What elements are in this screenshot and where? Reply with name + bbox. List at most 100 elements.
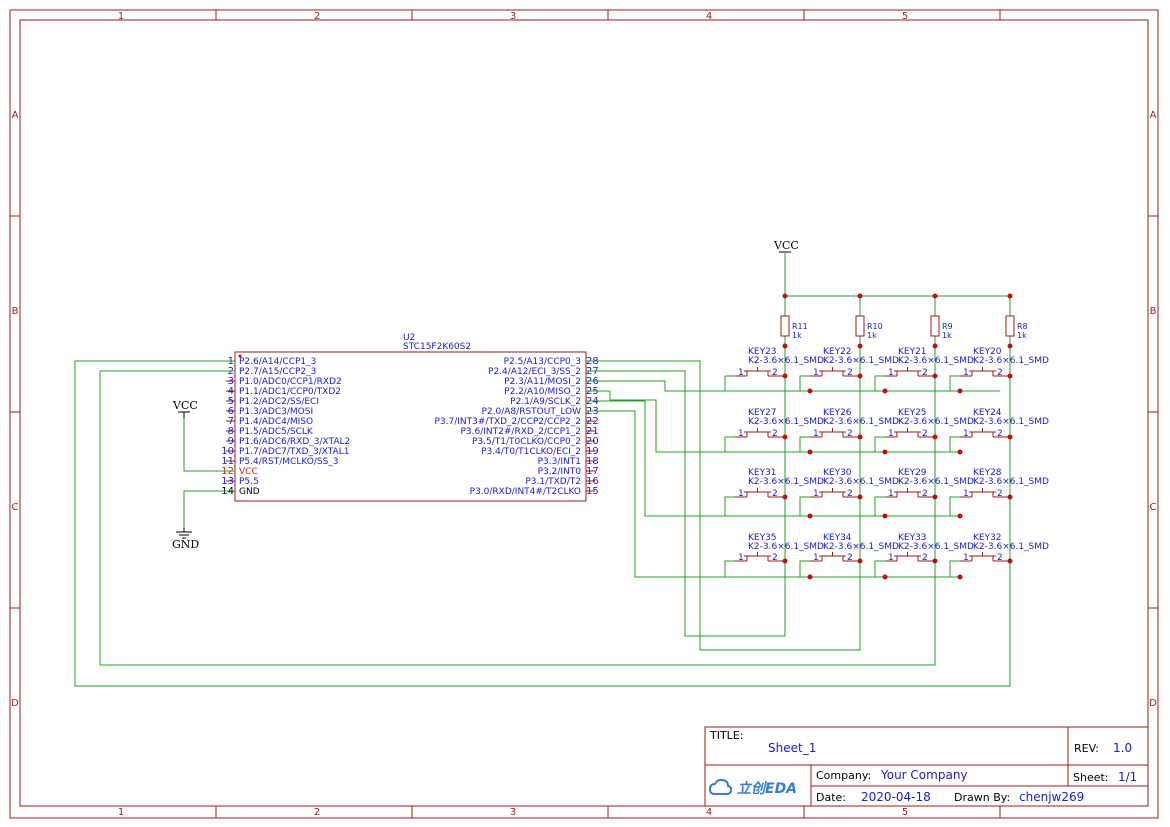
mcu-pin-number: 16 [586,476,599,487]
key-pin2: 2 [997,368,1003,378]
row-wire [799,560,810,577]
key-pin2: 2 [847,489,853,499]
row-wire [724,560,735,577]
resistor-value: 1k [867,331,877,340]
mcu-pin-name: P2.1/A9/SCLK_2 [510,397,581,407]
junction-dot [1007,293,1013,299]
vcc-left-label: VCC [172,399,198,412]
edautility-logo: 立创EDA [708,778,797,797]
mcu-pin-name: P3.3/INT1 [538,457,581,467]
junction-dot [957,574,963,580]
row-wire [724,496,735,516]
resistor-value: 1k [1017,331,1027,340]
key-part: K2-3.6×6.1_SMD [973,542,1049,552]
key-pin2: 2 [922,429,928,439]
junction-dot [1007,343,1013,349]
wire-pin26-row1 [586,380,1000,392]
sheet-label: Sheet: [1073,771,1109,784]
drawn-by-value: chenjw269 [1019,790,1084,804]
key-pin2: 2 [997,553,1003,563]
key-pin2: 2 [772,553,778,563]
key-pin1: 1 [813,489,819,499]
frame-row-left-D: D [11,698,19,709]
key-pin1: 1 [963,553,969,563]
frame-row-right-A: A [1150,110,1157,121]
key-pin1: 1 [963,368,969,378]
mcu-pin-number: 10 [221,446,234,457]
key-ref: KEY22 [823,347,852,357]
sheet-frame [9,9,1159,819]
mcu-pin-name: P1.2/ADC2/SS/ECI [239,397,319,407]
frame-row-left-A: A [12,110,19,121]
resistor-body [855,315,865,337]
junction-dot [782,494,788,500]
junction-dot [957,513,963,519]
junction-dot [882,388,888,394]
resistor-ref: R10 [867,322,883,331]
key-part: K2-3.6×6.1_SMD [898,542,974,552]
mcu-pin-number: 20 [586,436,599,447]
junction-dot [1007,434,1013,440]
row-wire [874,436,885,452]
company-value: Your Company [880,768,968,782]
key-pin2: 2 [922,368,928,378]
mcu-pin-name: P3.0/RXD/INT4#/T2CLKO [470,487,581,497]
row-wire [949,436,960,452]
frame-row-left-C: C [12,502,19,513]
mcu-pin-name: P5.4/RST/MCLKO/SS_3 [239,457,339,467]
junction-dot [1007,494,1013,500]
key-pin1: 1 [888,489,894,499]
key-part: K2-3.6×6.1_SMD [748,477,824,487]
mcu-pin-name: P3.2/INT0 [538,467,582,477]
key-pin1: 1 [738,489,744,499]
key-ref: KEY30 [823,468,852,478]
mcu-pin-name: P3.4/T0/T1CLKO/ECI_2 [481,447,581,457]
key-pin1: 1 [813,368,819,378]
key-pin2: 2 [922,553,928,563]
mcu-pin-name: P1.5/ADC5/SCLK [239,427,314,437]
key-ref: KEY20 [973,347,1002,357]
key-pin1: 1 [813,553,819,563]
key-pin2: 2 [772,489,778,499]
key-ref: KEY24 [973,408,1002,418]
mcu-pin-name: P1.0/ADC0/CCP1/RXD2 [239,377,342,387]
key-pin1: 1 [888,429,894,439]
key-ref: KEY31 [748,468,777,478]
key-part: K2-3.6×6.1_SMD [973,477,1049,487]
rev-label: REV: [1074,742,1099,755]
junction-dot [782,293,788,299]
key-part: K2-3.6×6.1_SMD [748,356,824,366]
row-wire [949,560,960,577]
key-ref: KEY35 [748,533,777,543]
frame-col-top-4: 4 [706,11,712,22]
key-pin2: 2 [922,489,928,499]
row-wire [724,436,735,452]
key-pin2: 2 [847,429,853,439]
key-ref: KEY28 [973,468,1002,478]
key-ref: KEY32 [973,533,1002,543]
mcu-pin-name: P5.5 [239,477,259,487]
row-wire [799,496,810,516]
key-part: K2-3.6×6.1_SMD [973,417,1049,427]
junction-dot [932,434,938,440]
vcc-top-label: VCC [773,239,799,252]
key-part: K2-3.6×6.1_SMD [748,417,824,427]
junction-dot [932,494,938,500]
mcu-pin-number: 8 [228,426,234,437]
key-ref: KEY33 [898,533,927,543]
junction-dot [857,558,863,564]
mcu-pin-name: P1.6/ADC6/RXD_3/XTAL2 [239,437,350,447]
mcu-pin-name: P2.2/A10/MISO_2 [504,387,581,397]
junction-dot [782,558,788,564]
mcu-pin-name: P1.4/ADC4/MISO [239,417,313,427]
wire-gnd-pin14 [183,490,235,531]
mcu-pin-number: 5 [228,396,234,407]
key-pin1: 1 [888,368,894,378]
mcu-pin-number: 19 [586,446,599,457]
mcu-body [234,351,587,502]
resistor-ref: R11 [792,322,808,331]
wire-pin24-row3 [586,400,960,517]
